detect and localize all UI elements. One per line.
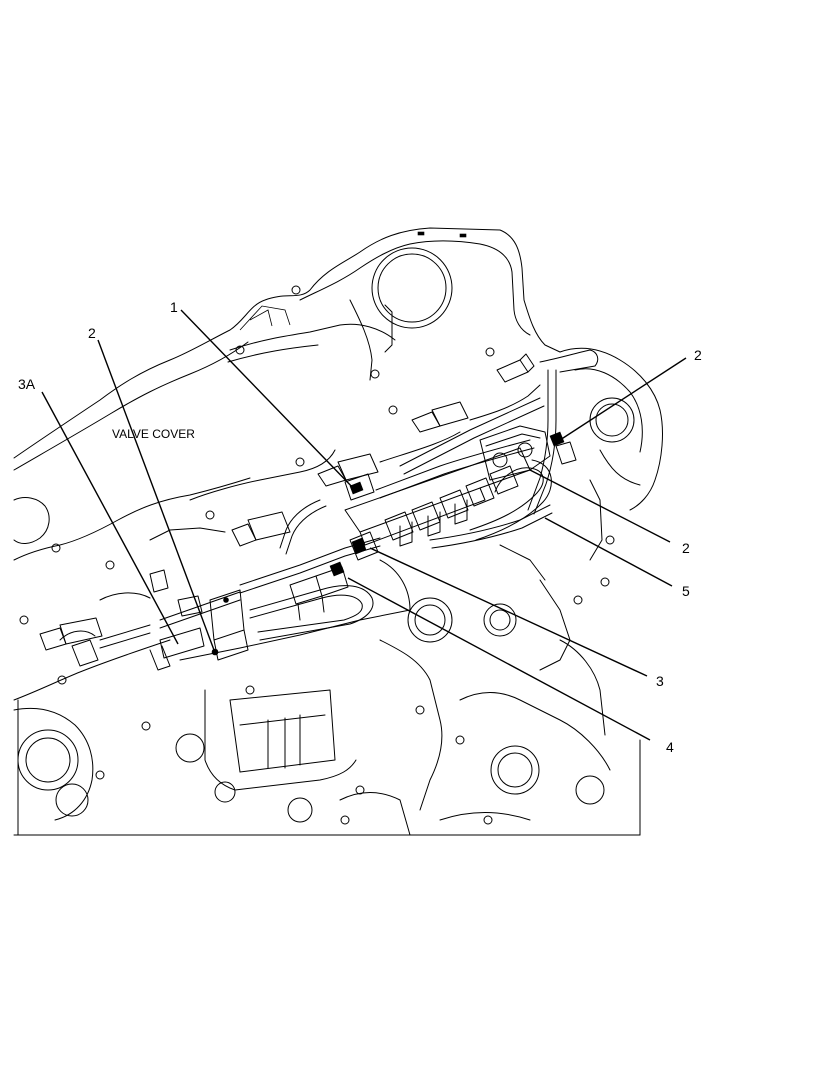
- fuel-lines: [99, 349, 599, 649]
- leader-4: [347, 577, 651, 741]
- leader-2-left: [97, 339, 215, 651]
- leader-2-lower-right: [529, 469, 671, 543]
- fuel-manifold: [149, 425, 577, 671]
- leader-2-upper-right: [559, 357, 687, 441]
- leader-5: [544, 517, 673, 587]
- leader-3: [369, 547, 648, 677]
- leader-lines: [41, 309, 687, 741]
- leader-3a: [41, 391, 179, 645]
- callout-5: 5: [682, 583, 690, 599]
- leader-1: [180, 309, 358, 493]
- valve-cover-label: VALVE COVER: [112, 427, 195, 441]
- callout-2-upper-right: 2: [694, 347, 702, 363]
- callout-labels: 1 2 3A 2 2 5 3 4 VALVE COVER: [18, 299, 702, 755]
- callout-3: 3: [656, 673, 664, 689]
- callout-3a: 3A: [18, 376, 36, 392]
- callout-2-lower-right: 2: [682, 540, 690, 556]
- callout-2-left: 2: [88, 325, 96, 341]
- engine-block-outline: [13, 227, 663, 836]
- injector-nozzles: [39, 353, 535, 667]
- callout-4: 4: [666, 739, 674, 755]
- bolt-heads: [19, 231, 615, 825]
- callout-1: 1: [170, 299, 178, 315]
